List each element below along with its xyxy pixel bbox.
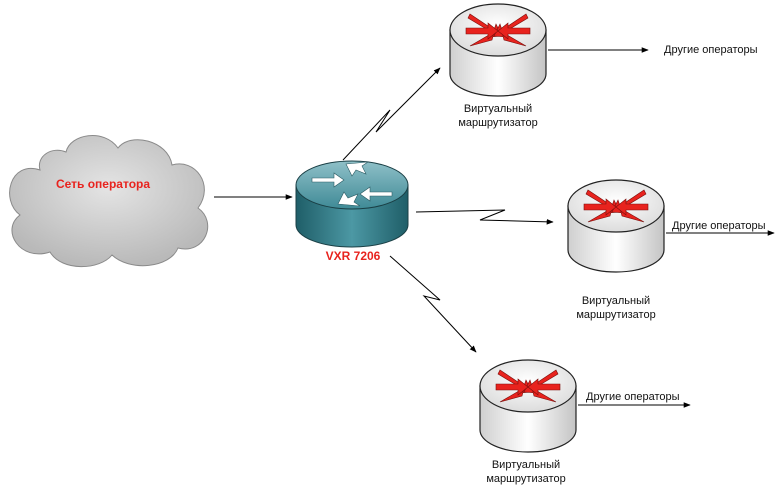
main-router-label: VXR 7206 (326, 249, 381, 263)
link-to-virtual-router-3 (389, 255, 477, 353)
router-arrows-icon (311, 161, 393, 207)
virtual-router-2-label-line2: маршрутизатор (576, 309, 655, 321)
peer-label-3: Другие операторы (586, 391, 680, 403)
cloud-label: Сеть оператора (56, 177, 150, 191)
virtual-router-3: Другие операторы Виртуальный маршрутизат… (479, 359, 691, 485)
virtual-router-2-label-line1: Виртуальный (582, 295, 650, 307)
link-to-virtual-router-2 (415, 209, 554, 225)
main-router: VXR 7206 (295, 160, 409, 263)
peer-label-1: Другие операторы (664, 44, 758, 56)
link-to-virtual-router-1 (342, 67, 441, 161)
virtual-router-1-label-line1: Виртуальный (464, 103, 532, 115)
virtual-router-2: Другие операторы Виртуальный маршрутизат… (567, 179, 775, 321)
virtual-router-3-label-line1: Виртуальный (492, 459, 560, 471)
virtual-router-1: Другие операторы Виртуальный маршрутизат… (449, 3, 758, 129)
operator-cloud: Сеть оператора (9, 135, 209, 268)
virtual-router-3-label-line2: маршрутизатор (486, 473, 565, 485)
virtual-router-1-label-line2: маршрутизатор (458, 117, 537, 129)
peer-label-2: Другие операторы (672, 220, 766, 232)
